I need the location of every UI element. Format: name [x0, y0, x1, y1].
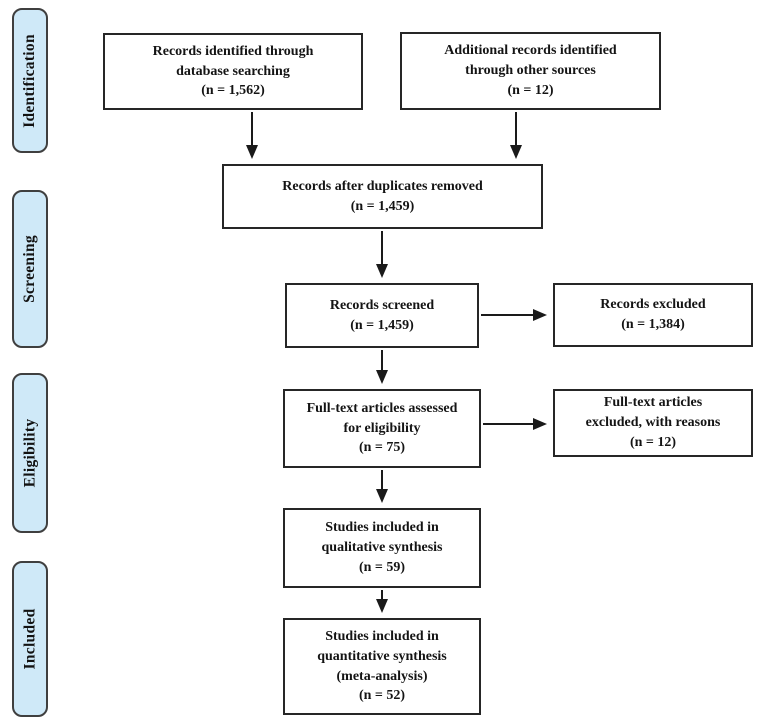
box-text-line: (n = 12): [507, 82, 554, 98]
stage-eligibility-label: Eligibility: [21, 418, 39, 488]
box-text-line: Studies included in: [325, 520, 439, 536]
box-text-line: quantitative synthesis: [317, 648, 447, 664]
stage-screening-label: Screening: [21, 235, 39, 303]
box-fulltext-assessed: Full-text articles assessed for eligibil…: [283, 389, 481, 468]
box-text-line: Records excluded: [600, 297, 706, 313]
box-duplicates-removed: Records after duplicates removed (n = 1,…: [222, 164, 543, 229]
box-text-line: Additional records identified: [444, 43, 617, 59]
box-fulltext-excluded: Full-text articles excluded, with reason…: [553, 389, 753, 457]
box-text-line: (n = 1,459): [350, 198, 415, 214]
stage-eligibility: Eligibility: [12, 373, 48, 533]
box-text-line: Full-text articles: [603, 395, 703, 411]
box-records-excluded: Records excluded (n = 1,384): [553, 283, 753, 347]
box-additional-records: Additional records identified through ot…: [400, 32, 661, 110]
box-text-line: (n = 75): [358, 440, 406, 456]
box-text-line: Records identified through: [152, 43, 314, 59]
box-text-line: for eligibility: [343, 420, 421, 436]
box-text-line: (meta-analysis): [336, 668, 428, 684]
box-qualitative-synthesis: Studies included in qualitative synthesi…: [283, 508, 481, 588]
box-text-line: Records after duplicates removed: [282, 178, 483, 194]
box-quantitative-synthesis: Studies included in quantitative synthes…: [283, 618, 481, 715]
box-text-line: (n = 1,459): [350, 317, 414, 333]
box-records-screened: Records screened (n = 1,459): [285, 283, 479, 348]
box-text-line: (n = 1,384): [621, 317, 685, 332]
box-text-line: database searching: [176, 63, 290, 79]
box-text-line: (n = 59): [358, 559, 406, 575]
box-text-line: excluded, with reasons: [585, 415, 721, 431]
box-text-line: (n = 12): [629, 434, 677, 450]
box-text-line: Full-text articles assessed: [306, 400, 458, 416]
box-records-database-search: Records identified through database sear…: [103, 33, 363, 110]
stage-identification: Identification: [12, 8, 48, 153]
box-text-line: Records screened: [329, 297, 435, 313]
box-text-line: (n = 1,562): [201, 83, 265, 99]
box-text-line: (n = 52): [358, 688, 406, 704]
stage-identification-label: Identification: [21, 33, 39, 128]
stage-included: Included: [12, 561, 48, 717]
stage-screening: Screening: [12, 190, 48, 348]
box-text-line: through other sources: [465, 63, 596, 79]
box-text-line: Studies included in: [325, 628, 439, 644]
stage-included-label: Included: [21, 608, 39, 670]
box-text-line: qualitative synthesis: [321, 540, 443, 556]
